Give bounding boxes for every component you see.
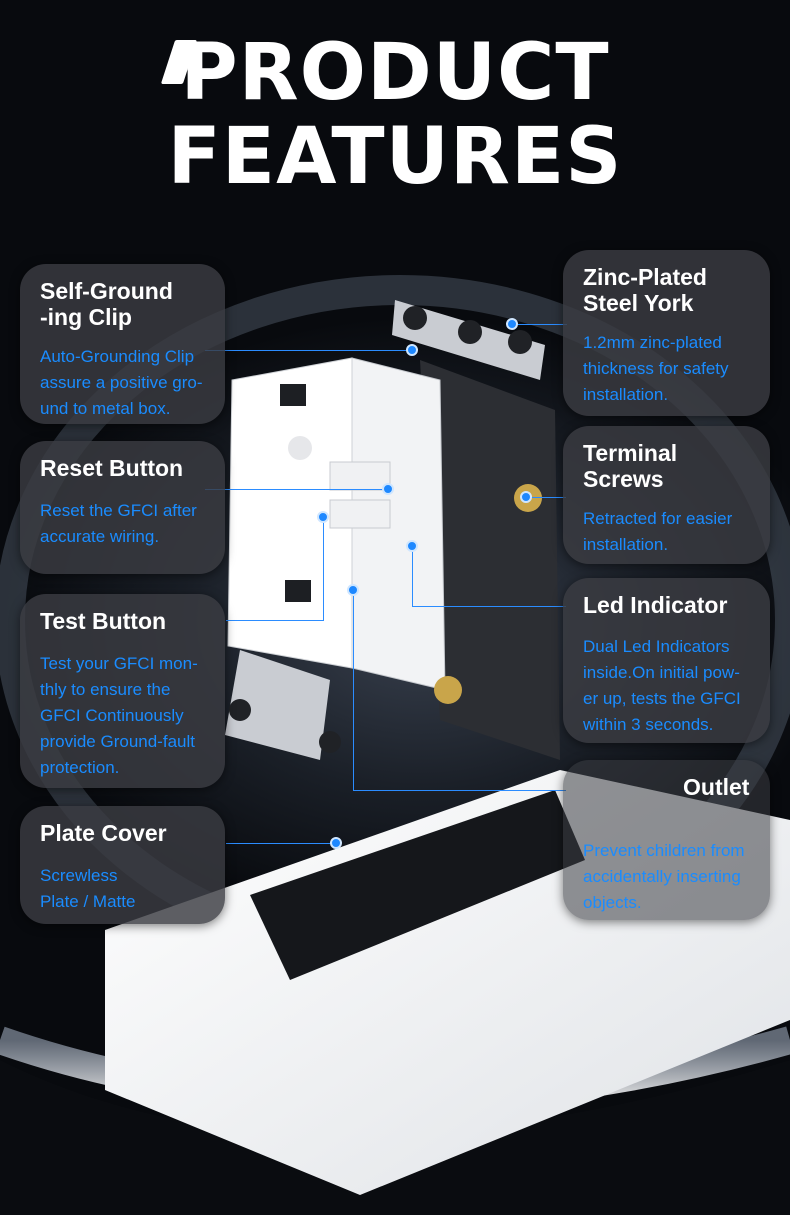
feature-card-reset-button: Reset Button Reset the GFCI after accura… [20,441,225,574]
feature-description: Prevent children from accidentally inser… [583,841,745,912]
pointer-dot [382,483,394,495]
feature-card-test-button: Test Button Test your GFCI mon- thly to … [20,594,225,788]
page-title-line1: PRODUCT [180,28,610,118]
feature-card-zinc-plated-steel-york: Zinc-Plated Steel York 1.2mm zinc-plated… [563,250,770,416]
connector-line [205,489,388,490]
page-title-line2: FEATURES [167,112,623,202]
feature-title: Self-Ground -ing Clip [40,278,173,330]
connector-line [512,324,567,325]
pointer-dot [406,540,418,552]
feature-description: 1.2mm zinc-plated thickness for safety i… [583,333,729,404]
feature-card-outlet: Outlet Prevent children from accidentall… [563,760,770,920]
feature-description: Auto-Grounding Clip assure a positive gr… [40,347,203,418]
pointer-dot [520,491,532,503]
feature-title: Outlet [683,774,750,800]
connector-line [353,590,354,790]
feature-title: Led Indicator [583,592,728,618]
feature-title: Reset Button [40,455,184,481]
outlet-face [227,357,353,669]
pointer-dot [406,344,418,356]
feature-card-terminal-screws: Terminal Screws Retracted for easier ins… [563,426,770,564]
feature-card-led-indicator: Led Indicator Dual Led Indicators inside… [563,578,770,743]
connector-line [412,606,566,607]
feature-title: Plate Cover [40,820,167,846]
connector-line [323,517,324,621]
feature-description: Retracted for easier installation. [583,509,733,554]
connector-line [526,497,566,498]
feature-card-self-grounding-clip: Self-Ground -ing Clip Auto-Grounding Cli… [20,264,225,424]
feature-title: Terminal Screws [583,440,678,492]
feature-description: Reset the GFCI after accurate wiring. [40,501,197,546]
outlet-side [420,360,560,760]
feature-title: Test Button [40,608,167,634]
connector-line [412,546,413,607]
feature-description: Dual Led Indicators inside.On initial po… [583,637,741,734]
pointer-dot [506,318,518,330]
connector-line [226,620,324,621]
feature-description: Test your GFCI mon- thly to ensure the G… [40,654,198,777]
connector-line [205,350,415,351]
feature-description: Screwless Plate / Matte [40,866,136,911]
pointer-dot [330,837,342,849]
connector-line [226,843,336,844]
pointer-dot [347,584,359,596]
feature-title: Zinc-Plated Steel York [583,264,707,316]
pointer-dot [317,511,329,523]
connector-line [353,790,566,791]
feature-card-plate-cover: Plate Cover Screwless Plate / Matte [20,806,225,924]
